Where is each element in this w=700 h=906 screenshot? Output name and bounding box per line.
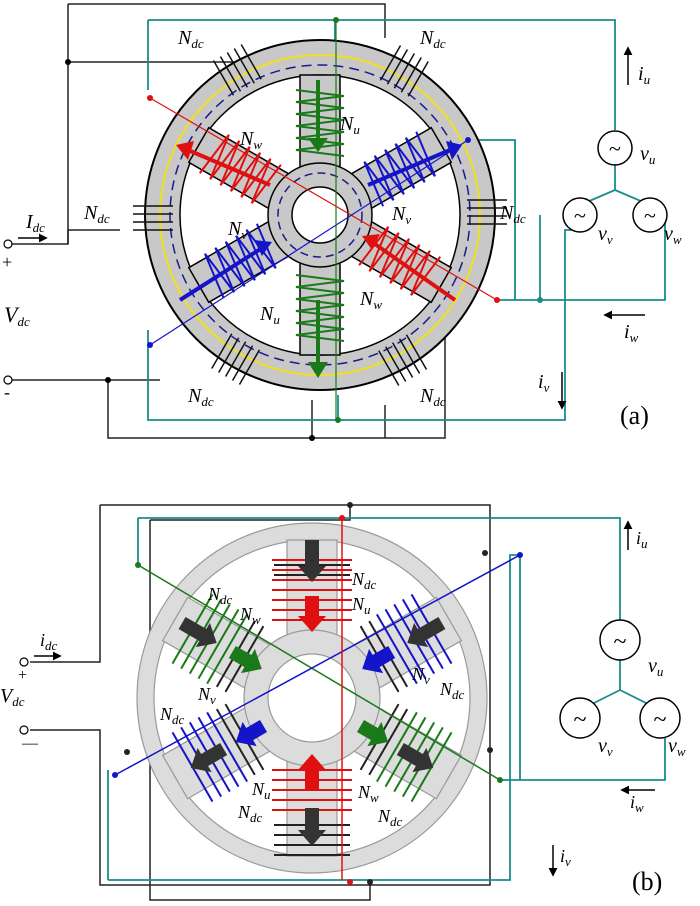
label-ndc-top-b: Ndc	[351, 569, 377, 592]
flux-arrow-w-left-a	[176, 141, 271, 187]
label-iv-a: iv	[538, 371, 550, 395]
flux-arrow-u-bottom-a	[308, 300, 328, 378]
label-iw-a: iw	[624, 321, 639, 345]
label-nw-top-a: Nw	[239, 128, 262, 152]
label-nv-left-a: Nv	[227, 218, 247, 242]
sine-symbol-v-a: ~	[574, 203, 586, 228]
label-vw-b: vw	[668, 735, 686, 759]
label-ndc-r-a: Ndc	[499, 202, 526, 226]
caption-b: (b)	[632, 867, 662, 896]
plus-sign-a: +	[2, 252, 12, 272]
panel-b: + — ~ ~ ~ Ndc Nu Ndc Nw Nv Ndc Nv Nd	[0, 502, 686, 901]
arrow-top-red-b	[298, 596, 326, 632]
label-ndc-tr-a: Ndc	[419, 27, 446, 51]
flux-arrow-v-left-a	[178, 240, 272, 302]
lead-blue-b	[114, 554, 521, 776]
arrow-top-dark-b	[298, 540, 326, 582]
label-vdc-b: Vdc	[0, 685, 25, 709]
source-v-a: ~	[562, 197, 598, 233]
arrow-ll-b	[190, 719, 268, 773]
rotor-bore-b	[267, 653, 357, 743]
sine-symbol-u-a: ~	[609, 136, 621, 161]
panel-a: + - ~ ~ ~ Ndc Ndc Ndc Ndc Ndc Ndc Nu	[2, 3, 682, 441]
arrow-bottom-red-b	[298, 754, 326, 790]
source-u-a: ~	[597, 130, 633, 166]
ac-wiring-a	[147, 19, 666, 421]
flux-arrow-w-right-a	[362, 234, 457, 302]
arrow-ur-b	[362, 616, 446, 674]
label-nw-bottom-a: Nw	[359, 288, 382, 312]
caption-a: (a)	[620, 401, 649, 430]
label-vv-a: vv	[598, 223, 613, 247]
sine-symbol-w-b: ~	[654, 707, 667, 733]
label-nu-bottom-b: Nu	[251, 779, 271, 802]
terminal-plus-a	[3, 239, 13, 249]
label-vw-a: vw	[664, 223, 682, 247]
label-vv-b: vv	[598, 735, 613, 759]
arrow-ul-b	[178, 616, 262, 674]
junctions-b	[112, 502, 523, 885]
label-nw-br-b: Nw	[357, 782, 379, 805]
label-nu-top-a: Nu	[339, 113, 360, 137]
source-v-b: ~	[559, 697, 601, 739]
source-w-a: ~	[632, 197, 668, 233]
lead-w-a	[149, 97, 498, 301]
sine-symbol-w-a: ~	[644, 203, 656, 228]
dashed-flux-path-a	[169, 64, 471, 366]
label-ndc-ur-b: Ndc	[439, 679, 465, 702]
labels-a: Ndc Ndc Ndc Ndc Ndc Ndc Nu Nu Nw Nw Nv N…	[4, 27, 682, 430]
label-ndc-ll-b: Ndc	[159, 704, 185, 727]
minus-sign-a: -	[4, 382, 10, 402]
label-ndc-bl-b: Ndc	[237, 802, 263, 825]
label-nw-ul-b: Nw	[239, 604, 261, 627]
label-ndc-br-b: Ndc	[377, 806, 403, 829]
label-iu-a: iu	[638, 63, 651, 87]
label-iw-b: iw	[630, 792, 644, 815]
terminal-minus-a	[3, 375, 13, 385]
block-arrows-b	[178, 540, 446, 846]
label-ndc-l-a: Ndc	[83, 202, 110, 226]
label-nv-ll-b: Nv	[197, 684, 216, 707]
arrow-lr-b	[356, 719, 434, 773]
label-idc-a: Idc	[25, 211, 45, 235]
terminal-plus-b	[19, 657, 29, 667]
coil-v-upper-right-a	[363, 131, 436, 207]
dc-wiring-a	[10, 3, 446, 439]
label-ndc-bl-a: Ndc	[187, 385, 214, 409]
label-iu-b: iu	[636, 528, 648, 551]
arrow-bottom-dark-b	[298, 808, 326, 846]
label-nv-right-a: Nv	[391, 203, 411, 227]
lead-v-a	[149, 139, 469, 346]
dc-coils-a	[133, 44, 507, 386]
terminal-minus-b	[19, 725, 29, 735]
lead-green-b	[137, 564, 501, 781]
label-idc-b: idc	[40, 630, 58, 653]
label-iv-b: iv	[560, 846, 571, 869]
label-nu-top-b: Nu	[351, 594, 371, 617]
label-vdc-a: Vdc	[4, 302, 30, 329]
labels-b: Ndc Nu Ndc Nw Nv Ndc Nv Ndc Nu Ndc Nw Nd…	[0, 528, 686, 896]
label-ndc-br-a: Ndc	[419, 385, 446, 409]
label-vu-b: vu	[648, 655, 664, 679]
label-nu-bottom-a: Nu	[259, 303, 280, 327]
yellow-flux-path-a	[159, 54, 481, 376]
label-ndc-ul-b: Ndc	[207, 584, 233, 607]
sine-symbol-u-b: ~	[614, 629, 627, 655]
label-nv-ur-b: Nv	[411, 664, 430, 687]
rotor-bore-a	[291, 186, 349, 244]
minus-sign-b: —	[21, 735, 39, 752]
rotor-dashed-a	[277, 172, 363, 258]
junctions-a	[65, 17, 543, 441]
source-u-b: ~	[599, 619, 641, 661]
flux-arrow-u-top-a	[308, 80, 328, 152]
plus-sign-b: +	[18, 667, 27, 684]
source-w-b: ~	[639, 697, 681, 739]
label-vu-a: vu	[640, 143, 656, 167]
label-ndc-tl-a: Ndc	[177, 27, 204, 51]
sine-symbol-v-b: ~	[574, 707, 587, 733]
